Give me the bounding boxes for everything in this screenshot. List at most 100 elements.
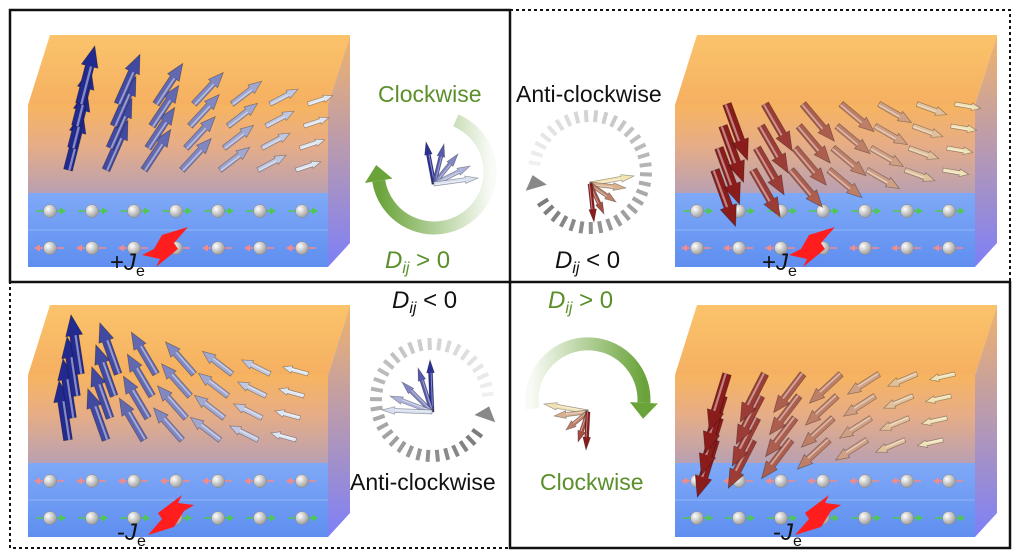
rotation-circle-bottom-left [369,338,496,462]
electron [253,474,267,488]
magnet-top-face [675,305,997,375]
rotation-dash [444,340,452,353]
electron [127,241,141,255]
magnetization-arrow-highlight [200,424,221,440]
spin-arrowhead [102,514,108,522]
slab-top-left [28,35,350,267]
spin-arrowhead [833,207,839,215]
magnetization-arrow [808,371,844,404]
magnetization-arrow-highlight [912,126,933,135]
electron [900,204,914,218]
rotation-dash [471,427,484,439]
slab-bottom-left [28,305,350,537]
spin-arrowhead [681,477,687,485]
rotation-label-top-right: Anti-clockwise [516,81,662,107]
rotation-dash [563,114,573,127]
rotation-circle-top-right [525,109,652,235]
magnetization-arrow-highlight [870,148,892,162]
spin-arrowhead [849,244,855,252]
magnetization-arrow-highlight [308,98,325,106]
magnetization-arrow-highlight [279,434,297,440]
spin-arrowhead [707,207,713,215]
magnetization-arrow [694,438,720,499]
magnetization-arrow [928,371,956,382]
magnetization-arrows [63,44,334,173]
spin-arrowhead [270,207,276,215]
magnetization-arrow [787,167,823,208]
rotation-dash [605,218,614,231]
magnetization-arrow-highlight [224,133,245,150]
magnetization-arrow-highlight [136,367,154,396]
electron [942,241,956,255]
rotation-dash [466,355,478,367]
magnetization-arrow-highlight [751,170,771,202]
electron [900,241,914,255]
rotation-dash [370,386,384,393]
magnetization-arrow [86,387,111,442]
magnetization-arrow [718,124,745,184]
spin-arrowhead [34,477,40,485]
magnetization-arrow [282,365,309,377]
magnetization-arrow-highlight [793,148,816,174]
magnetization-arrow-highlight [98,383,113,418]
magnetization-arrow [306,94,334,107]
spin-arrowhead [707,514,713,522]
inner-spin-arrow [589,181,628,191]
electron [690,204,704,218]
magnetization-arrow [278,387,305,399]
rotation-dash [637,152,650,160]
spin-arrowhead [681,244,687,252]
magnetization-arrow [826,167,863,199]
magnetization-arrow [232,403,264,421]
rotation-dash [573,111,581,124]
rotation-dash [554,118,565,132]
spin-arrowhead [160,477,166,485]
magnetization-arrow-highlight [114,93,131,127]
electron [253,511,267,525]
electron [169,204,183,218]
magnetization-arrow [229,80,263,107]
electron [732,241,746,255]
magnetization-arrow-highlight [763,104,783,136]
magnetization-arrow-highlight [66,379,75,418]
magnetization-arrow [144,106,176,151]
magnetization-arrow [739,371,770,424]
spin-arrowhead [791,514,797,522]
magnetization-arrow [183,115,216,151]
current-arrow [795,495,841,535]
electron [85,241,99,255]
magnetization-arrow-highlight [62,401,71,440]
frame-top-left [8,8,512,284]
electron [942,474,956,488]
electron [816,474,830,488]
magnetization-arrow-highlight [942,170,960,174]
spin-arrowhead [144,514,150,522]
magnetization-arrow-highlight [118,71,135,105]
magnetization-arrow-highlight [144,143,164,172]
current-label-bottom-left: -Je [117,519,146,550]
magnet-side-face [328,35,350,267]
spin-arrowhead [244,477,250,485]
spin-arrowhead [102,207,108,215]
magnetization-arrow-highlight [300,142,317,150]
magnetization-arrow [795,123,831,164]
magnetization-arrow [187,93,220,129]
magnetization-arrow [268,88,299,107]
spin-arrowhead [933,244,939,252]
electron [211,474,225,488]
rotation-circle-top-left [364,114,497,235]
spin-arrowhead [118,244,124,252]
inner-spin-arrows [542,402,591,452]
rotation-dash [476,371,490,381]
magnetization-arrow [152,62,184,107]
magnetization-arrow-highlight [778,394,799,422]
spin-arrowhead [270,514,276,522]
magnetization-arrow [256,154,287,173]
rotation-dash [389,351,401,364]
magnetization-arrow-highlight [106,137,123,171]
inner-spin-arrow-highlight [585,411,588,438]
rotation-dash [427,338,432,351]
rotation-arrowhead [364,165,393,183]
spin-arrowhead [76,244,82,252]
spin-arrowhead [244,244,250,252]
